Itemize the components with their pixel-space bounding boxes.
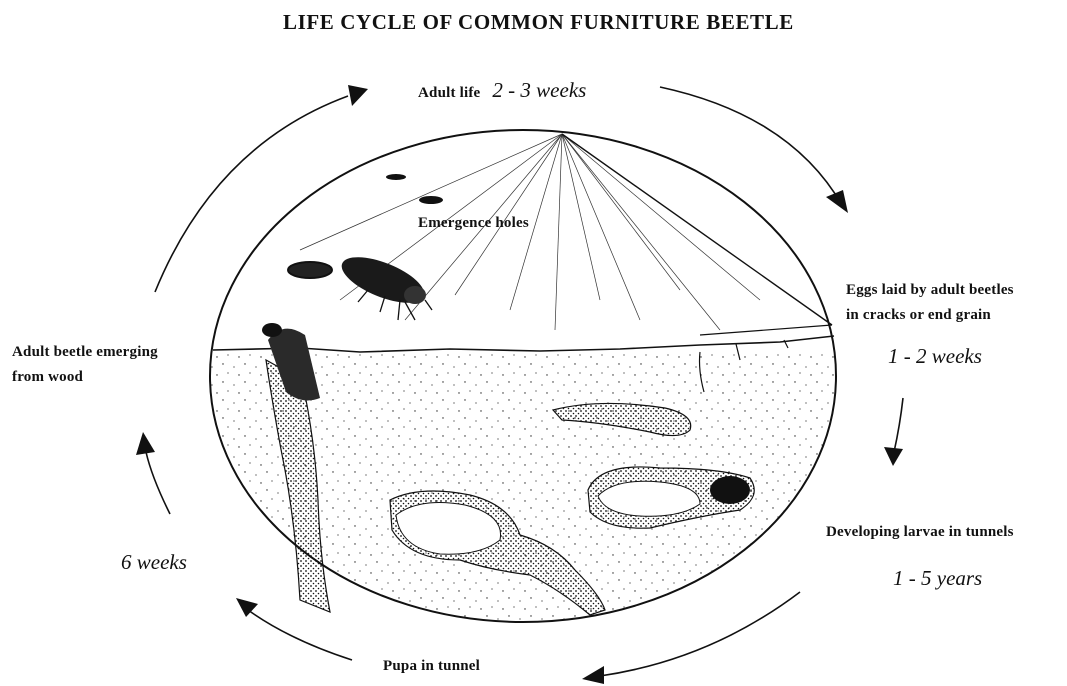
- arrow-adult-to-eggs-head: [826, 190, 848, 213]
- arrow-emerging-to-adult: [146, 452, 170, 514]
- eggs-label-line1: Eggs laid by adult beetles: [846, 278, 1014, 303]
- arrow-larvae-to-pupa-head: [582, 666, 604, 684]
- emerging-label-line1: Adult beetle emerging: [12, 340, 158, 365]
- eggs-label: Eggs laid by adult beetles in cracks or …: [846, 278, 1014, 328]
- adult-life-group: Adult life 2 - 3 weeks: [418, 78, 586, 103]
- arrow-emerging-to-adult-head: [136, 432, 155, 455]
- emergence-hole-3: [288, 262, 332, 278]
- arrow-eggs-to-larvae: [894, 398, 903, 452]
- adult-life-label: Adult life: [418, 85, 480, 101]
- arrow-pupa-to-emerging: [248, 610, 352, 660]
- eggs-label-line2: in cracks or end grain: [846, 303, 1014, 328]
- emerging-label-line2: from wood: [12, 365, 158, 390]
- emerging-duration: 6 weeks: [121, 550, 187, 575]
- emergence-holes-label: Emergence holes: [418, 215, 529, 232]
- arrow-to-adult-life-head: [348, 85, 368, 106]
- larvae-duration: 1 - 5 years: [893, 566, 982, 591]
- adult-beetle-on-surface: [336, 248, 432, 320]
- arrow-eggs-to-larvae-head: [884, 447, 903, 466]
- wood-grain: [300, 134, 760, 330]
- emergence-hole-1: [386, 174, 406, 180]
- diagram-title: LIFE CYCLE OF COMMON FURNITURE BEETLE: [283, 10, 794, 35]
- adult-life-duration: 2 - 3 weeks: [492, 78, 586, 102]
- end-grain-edge: [562, 134, 832, 325]
- arrow-adult-to-eggs: [660, 87, 842, 205]
- emerging-label: Adult beetle emerging from wood: [12, 340, 158, 390]
- larvae-label: Developing larvae in tunnels: [826, 524, 1014, 541]
- emergence-hole-2: [419, 196, 443, 204]
- pupa-label: Pupa in tunnel: [383, 658, 480, 675]
- eggs-duration: 1 - 2 weeks: [888, 344, 982, 369]
